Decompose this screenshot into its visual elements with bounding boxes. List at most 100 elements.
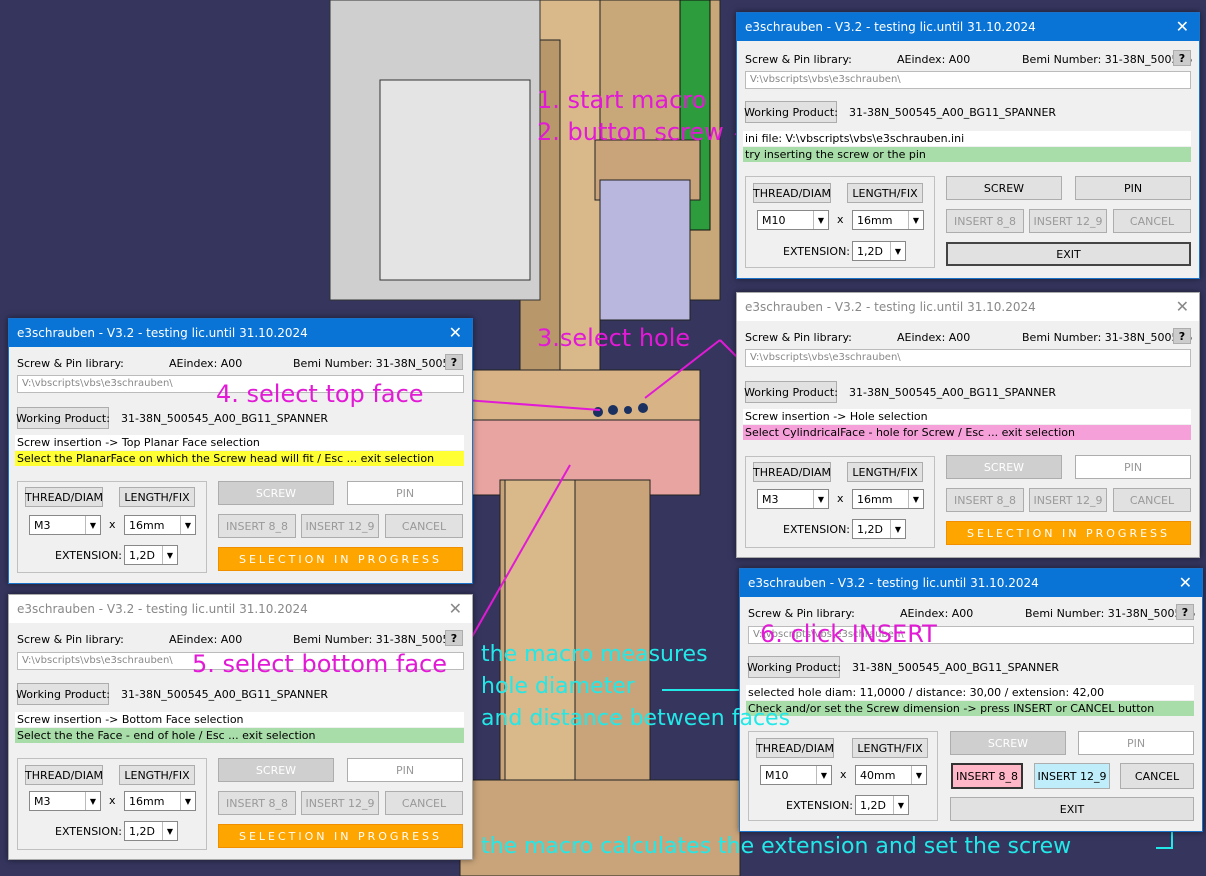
close-icon[interactable]: ✕ — [1178, 573, 1192, 592]
chevron-down-icon[interactable]: ▼ — [890, 520, 905, 538]
pin-button[interactable]: PIN — [1078, 731, 1194, 755]
title-bar[interactable]: e3schrauben - V3.2 - testing lic.until 3… — [9, 595, 472, 623]
thread-diam-button[interactable]: THREAD/DIAM — [753, 183, 831, 203]
insert-12-9-button[interactable]: INSERT 12_9 — [1029, 209, 1107, 233]
extension-select[interactable]: 1,2D▼ — [124, 821, 178, 841]
screw-button[interactable]: SCREW — [946, 176, 1062, 200]
help-button[interactable]: ? — [445, 630, 463, 646]
thread-diam-button[interactable]: THREAD/DIAM — [753, 462, 831, 482]
length-select[interactable]: 16mm▼ — [124, 791, 196, 811]
length-fix-button[interactable]: LENGTH/FIX — [119, 765, 195, 785]
cancel-button[interactable]: CANCEL — [385, 791, 463, 815]
screw-button[interactable]: SCREW — [950, 731, 1066, 755]
length-select[interactable]: 16mm▼ — [124, 515, 196, 535]
close-icon[interactable]: ✕ — [448, 599, 462, 618]
chevron-down-icon[interactable]: ▼ — [162, 546, 177, 564]
screw-button[interactable]: SCREW — [218, 758, 334, 782]
cancel-button[interactable]: CANCEL — [385, 514, 463, 538]
insert-8-8-button[interactable]: INSERT 8_8 — [946, 209, 1024, 233]
cancel-button[interactable]: CANCEL — [1113, 488, 1191, 512]
selection-in-progress-button[interactable]: SELECTION IN PROGRESS — [946, 521, 1191, 545]
title-bar[interactable]: e3schrauben - V3.2 - testing lic.until 3… — [737, 293, 1199, 321]
insert-8-8-button[interactable]: INSERT 8_8 — [951, 763, 1023, 789]
help-button[interactable]: ? — [445, 354, 463, 370]
working-product-button[interactable]: Working Product: — [744, 381, 838, 403]
library-path-field[interactable]: V:\vbscripts\vbs\e3schrauben\ — [745, 349, 1191, 367]
insert-8-8-button[interactable]: INSERT 8_8 — [946, 488, 1024, 512]
thread-diam-button[interactable]: THREAD/DIAM — [25, 765, 103, 785]
insert-8-8-button[interactable]: INSERT 8_8 — [218, 514, 296, 538]
bemi-label: Bemi Number: 31-38N_500545 — [1025, 607, 1196, 620]
insert-12-9-button[interactable]: INSERT 12_9 — [1034, 763, 1110, 789]
cancel-button[interactable]: CANCEL — [1113, 209, 1191, 233]
chevron-down-icon[interactable]: ▼ — [162, 822, 177, 840]
chevron-down-icon[interactable]: ▼ — [890, 242, 905, 260]
thread-select[interactable]: M3▼ — [29, 791, 101, 811]
pin-button[interactable]: PIN — [347, 481, 463, 505]
chevron-down-icon[interactable]: ▼ — [893, 796, 908, 814]
dimension-group — [17, 758, 207, 850]
working-product-value: 31-38N_500545_A00_BG11_SPANNER — [849, 386, 1057, 399]
length-select[interactable]: 16mm▼ — [852, 210, 924, 230]
chevron-down-icon[interactable]: ▼ — [813, 490, 828, 508]
screw-button[interactable]: SCREW — [946, 455, 1062, 479]
length-select[interactable]: 16mm▼ — [852, 489, 924, 509]
extension-select[interactable]: 1,2D▼ — [852, 519, 906, 539]
cancel-button[interactable]: CANCEL — [1120, 763, 1194, 789]
chevron-down-icon[interactable]: ▼ — [813, 211, 828, 229]
length-fix-button[interactable]: LENGTH/FIX — [119, 487, 195, 507]
extension-label: EXTENSION: — [55, 825, 123, 838]
chevron-down-icon[interactable]: ▼ — [180, 792, 195, 810]
insert-12-9-button[interactable]: INSERT 12_9 — [301, 514, 379, 538]
help-button[interactable]: ? — [1176, 604, 1194, 620]
title-bar[interactable]: e3schrauben - V3.2 - testing lic.until 3… — [737, 13, 1199, 41]
insert-12-9-button[interactable]: INSERT 12_9 — [1029, 488, 1107, 512]
chevron-down-icon[interactable]: ▼ — [85, 792, 100, 810]
help-button[interactable]: ? — [1173, 328, 1191, 344]
help-button[interactable]: ? — [1173, 50, 1191, 66]
thread-value: M3 — [34, 519, 51, 532]
title-bar[interactable]: e3schrauben - V3.2 - testing lic.until 3… — [740, 569, 1202, 597]
pin-button[interactable]: PIN — [1075, 176, 1191, 200]
thread-select[interactable]: M3 ▼ — [29, 515, 101, 535]
chevron-down-icon[interactable]: ▼ — [180, 516, 195, 534]
length-fix-button[interactable]: LENGTH/FIX — [847, 183, 923, 203]
chevron-down-icon[interactable]: ▼ — [85, 516, 100, 534]
insert-12-9-button[interactable]: INSERT 12_9 — [301, 791, 379, 815]
thread-select[interactable]: M10▼ — [760, 765, 832, 785]
library-path-field[interactable]: V:\vbscripts\vbs\e3schrauben\ — [17, 375, 464, 393]
thread-select[interactable]: M10▼ — [757, 210, 829, 230]
length-fix-button[interactable]: LENGTH/FIX — [847, 462, 923, 482]
extension-select[interactable]: 1,2D▼ — [855, 795, 909, 815]
library-path-field[interactable]: V:\vbscripts\vbs\e3schrauben\ — [748, 626, 1194, 644]
selection-in-progress-button[interactable]: SELECTION IN PROGRESS — [218, 824, 463, 848]
thread-select[interactable]: M3▼ — [757, 489, 829, 509]
working-product-button[interactable]: Working Product: — [747, 656, 841, 678]
chevron-down-icon[interactable]: ▼ — [816, 766, 831, 784]
close-icon[interactable]: ✕ — [448, 323, 462, 342]
length-select[interactable]: 40mm▼ — [855, 765, 927, 785]
working-product-button[interactable]: Working Product: — [744, 101, 838, 123]
extension-select[interactable]: 1,2D▼ — [852, 241, 906, 261]
pin-button[interactable]: PIN — [1075, 455, 1191, 479]
pin-button[interactable]: PIN — [347, 758, 463, 782]
length-fix-button[interactable]: LENGTH/FIX — [852, 738, 928, 758]
chevron-down-icon[interactable]: ▼ — [911, 766, 926, 784]
insert-8-8-button[interactable]: INSERT 8_8 — [218, 791, 296, 815]
close-icon[interactable]: ✕ — [1175, 17, 1189, 36]
selection-in-progress-button[interactable]: SELECTION IN PROGRESS — [218, 547, 463, 571]
title-bar[interactable]: e3schrauben - V3.2 - testing lic.until 3… — [9, 319, 472, 347]
close-icon[interactable]: ✕ — [1175, 297, 1189, 316]
thread-diam-button[interactable]: THREAD/DIAM — [756, 738, 834, 758]
library-path-field[interactable]: V:\vbscripts\vbs\e3schrauben\ — [17, 652, 464, 670]
chevron-down-icon[interactable]: ▼ — [908, 490, 923, 508]
exit-button[interactable]: EXIT — [950, 797, 1194, 821]
extension-select[interactable]: 1,2D▼ — [124, 545, 178, 565]
thread-diam-button[interactable]: THREAD/DIAM — [25, 487, 103, 507]
working-product-button[interactable]: Working Product: — [16, 683, 110, 705]
chevron-down-icon[interactable]: ▼ — [908, 211, 923, 229]
screw-button[interactable]: SCREW — [218, 481, 334, 505]
working-product-button[interactable]: Working Product: — [16, 407, 110, 429]
library-path-field[interactable]: V:\vbscripts\vbs\e3schrauben\ — [745, 71, 1191, 89]
exit-button[interactable]: EXIT — [946, 242, 1191, 266]
